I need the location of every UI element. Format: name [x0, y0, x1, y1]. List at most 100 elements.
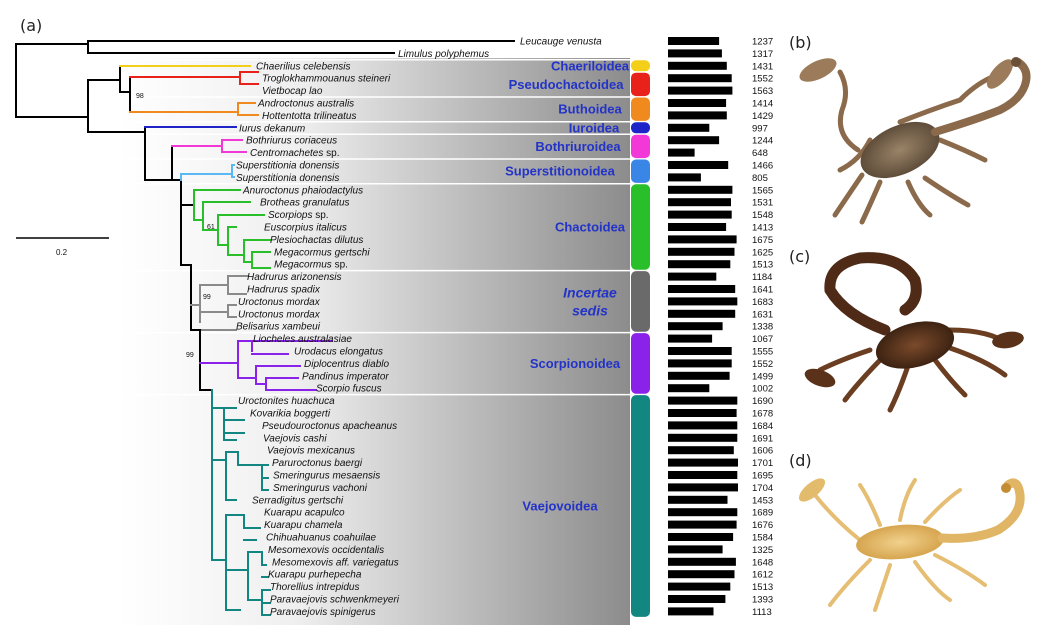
- clade-name: Buthoidea: [558, 102, 622, 117]
- clade-bar: [631, 159, 650, 183]
- length-value: 1690: [752, 396, 773, 407]
- taxon-label: Vaejovis cashi: [263, 433, 327, 444]
- taxon-label: Brotheas granulatus: [260, 198, 350, 209]
- length-bar: [668, 359, 732, 368]
- taxon-label: Centromachetes sp.: [250, 148, 340, 159]
- panel-label-b: (b): [789, 33, 812, 52]
- length-value: 1453: [752, 495, 773, 506]
- length-value: 1513: [752, 582, 773, 593]
- taxon-label: Chihuahuanus coahuilae: [266, 533, 377, 544]
- clade-bar: [631, 333, 650, 394]
- length-value: 1499: [752, 371, 773, 382]
- scorpion-photo-c: [804, 252, 1024, 413]
- length-bar: [668, 309, 736, 318]
- length-value: 1531: [752, 198, 773, 209]
- length-bar: [668, 111, 727, 120]
- length-bar: [668, 471, 738, 479]
- length-bar: [668, 74, 732, 83]
- length-bar: [668, 297, 738, 306]
- length-value: 1684: [752, 421, 773, 432]
- length-value: 1414: [752, 99, 773, 110]
- length-bar: [668, 161, 729, 169]
- length-bar: [668, 446, 734, 455]
- taxon-label: Scorpiops sp.: [268, 210, 329, 221]
- clade-name: Bothriuroidea: [535, 139, 621, 154]
- length-value: 805: [752, 173, 768, 184]
- taxon-label: Limulus polyphemus: [398, 49, 489, 60]
- panel-label-a: (a): [20, 16, 42, 35]
- length-bar: [668, 49, 722, 58]
- length-bar: [668, 198, 731, 207]
- clade-bar: [631, 97, 650, 121]
- length-value: 1113: [752, 607, 772, 618]
- taxon-label: Hadrurus arizonensis: [247, 272, 342, 283]
- clade-bars: ChaeriloideaPseudochactoideaButhoideaIur…: [505, 58, 650, 617]
- taxon-label: Pseudouroctonus apacheanus: [262, 421, 397, 432]
- clade-name: Iuroidea: [569, 120, 620, 135]
- clade-name: Pseudochactoidea: [509, 77, 625, 92]
- taxon-label: Bothriurus coriaceus: [246, 136, 337, 147]
- length-value: 1548: [752, 210, 773, 221]
- taxon-label: Liocheles australasiae: [253, 334, 352, 345]
- length-bar: [668, 210, 732, 219]
- length-bar: [668, 607, 714, 616]
- length-bar: [668, 582, 731, 591]
- length-value: 1184: [752, 272, 772, 283]
- length-value: 1701: [752, 458, 773, 469]
- taxon-label: Euscorpius italicus: [264, 223, 347, 234]
- clade-name: Chaeriloidea: [551, 58, 630, 73]
- length-bar: [668, 260, 731, 269]
- clade-name: Scorpionoidea: [530, 356, 621, 371]
- length-bar: [668, 61, 727, 70]
- taxon-label: Kuarapu acapulco: [264, 508, 345, 519]
- length-value: 1429: [752, 111, 773, 122]
- length-value: 1555: [752, 347, 773, 358]
- length-bar: [668, 570, 735, 579]
- length-bar: [668, 136, 720, 145]
- length-value: 1237: [752, 37, 773, 48]
- length-value: 1565: [752, 185, 773, 196]
- bootstrap-98: 98: [136, 93, 144, 100]
- taxon-label: Paravaejovis schwenkmeyeri: [270, 595, 400, 606]
- length-bar: [668, 421, 738, 430]
- length-value: 997: [752, 123, 768, 134]
- clade-name: Chactoidea: [555, 220, 626, 235]
- taxon-label: Urodacus elongatus: [294, 347, 383, 358]
- length-bar: [668, 508, 738, 517]
- taxon-label: Serradigitus gertschi: [252, 495, 344, 506]
- length-value: 1612: [752, 570, 773, 581]
- length-value: 1563: [752, 86, 773, 97]
- length-value: 648: [752, 148, 768, 159]
- length-value: 1625: [752, 247, 773, 258]
- sequence-length-bars: 1237131714311552156314141429997124464814…: [668, 37, 773, 618]
- taxon-label: Plesiochactas dilutus: [270, 235, 363, 246]
- length-value: 1338: [752, 322, 773, 333]
- length-value: 1695: [752, 471, 773, 482]
- panel-label-c: (c): [789, 247, 810, 266]
- taxon-label: Pandinus imperator: [302, 371, 389, 382]
- length-bar: [668, 235, 737, 244]
- taxon-label: Chaerilius celebensis: [256, 61, 351, 72]
- taxon-label: Diplocentrus diablo: [304, 359, 389, 370]
- clade-bar: [631, 395, 650, 617]
- taxon-label: Vietbocap lao: [262, 86, 323, 97]
- length-bar: [668, 334, 713, 343]
- length-value: 1631: [752, 309, 773, 320]
- length-bar: [668, 495, 728, 504]
- taxon-label: Kovarikia boggerti: [250, 409, 331, 420]
- length-bar: [668, 173, 701, 182]
- taxon-label: Megacormus sp.: [274, 260, 348, 271]
- length-value: 1317: [752, 49, 773, 60]
- length-bar: [668, 557, 736, 566]
- length-bar: [668, 86, 733, 95]
- length-value: 1648: [752, 557, 773, 568]
- taxon-label: Thorellius intrepidus: [270, 582, 360, 593]
- length-bar: [668, 247, 735, 256]
- clade-bar: [631, 184, 650, 270]
- length-bar: [668, 533, 734, 541]
- length-bar: [668, 148, 695, 157]
- taxon-label: Superstitionia donensis: [236, 161, 339, 172]
- taxon-label: Iurus dekanum: [239, 123, 305, 134]
